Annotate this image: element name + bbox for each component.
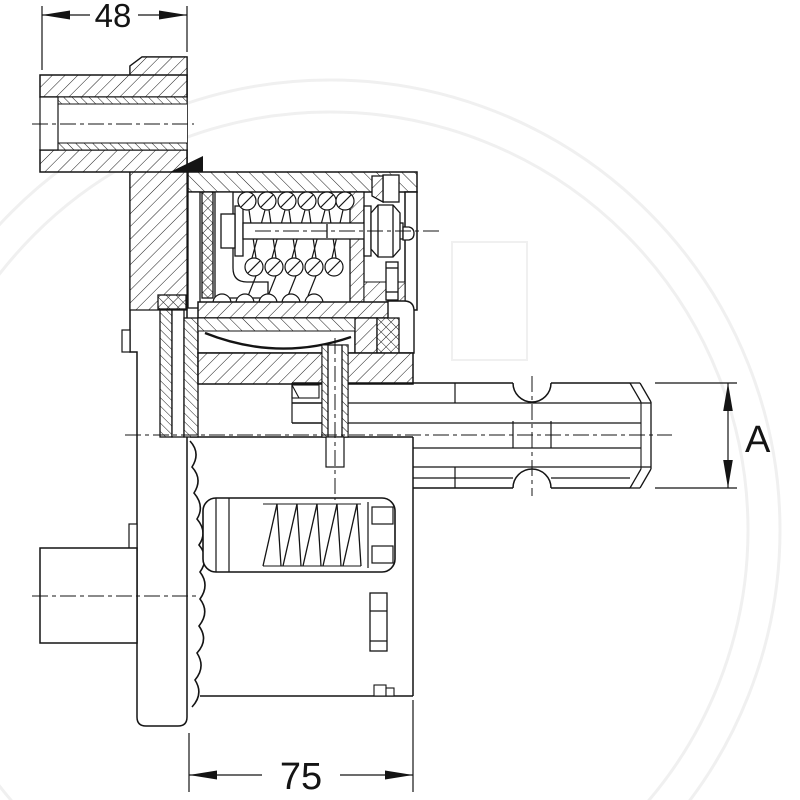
pressure-coil-spring [212, 191, 355, 304]
hub-liner-bottom [57, 142, 188, 151]
disc-carrier-hatch [197, 317, 356, 332]
dim-label-48: 48 [95, 0, 132, 34]
nut-stop-hatch [371, 175, 384, 204]
watermark [0, 78, 782, 800]
cartridge-end-cap-bottom [371, 545, 394, 564]
pressure-plate-band [197, 301, 391, 319]
seal-ring-left [157, 294, 187, 310]
pto-spline-shaft [291, 382, 652, 489]
arrow-75-left [189, 770, 217, 780]
input-hub [39, 74, 188, 173]
spring-wire-sections-bottom [244, 257, 344, 277]
hub-outer-top [39, 74, 188, 98]
damper-coil-spring [262, 503, 362, 567]
bolt-head [220, 213, 236, 249]
bell-housing-scallops [189, 440, 206, 708]
spring-seat-washer [234, 205, 244, 257]
hub-outer-bottom [39, 149, 188, 173]
guide-pin [385, 261, 399, 301]
spring-guide-right [349, 191, 365, 303]
hub-liner-top [57, 96, 188, 105]
spring-housing-top-plate [187, 171, 418, 193]
detent-pin [369, 592, 388, 652]
arrow-48-left [42, 10, 70, 20]
watermark-circle-inner [0, 110, 750, 800]
friction-ring-left [201, 191, 214, 299]
watermark-circle-outer [0, 78, 782, 800]
nut-stop-block [382, 174, 400, 203]
arrow-75-right [385, 770, 413, 780]
belleville-disc-spring [204, 331, 352, 350]
flange-tab-upper [121, 329, 131, 353]
dim-label-75: 75 [280, 756, 322, 798]
centerlines [32, 123, 672, 597]
cartridge-end-cap-top [371, 506, 394, 525]
dimension-75: 75 [188, 700, 414, 798]
seal-ring-right [376, 317, 400, 354]
weld-wedge [170, 156, 203, 172]
clutch-gap [171, 309, 185, 438]
damper-spring-cartridge [202, 497, 396, 573]
pressure-plate-section [157, 294, 415, 438]
spring-housing-right-wall [404, 191, 418, 311]
arrow-a-bottom [723, 460, 733, 488]
output-hub-section [197, 352, 414, 385]
clutch-disc-inner [183, 317, 199, 438]
carrier-right-hatch [354, 317, 378, 354]
arrow-a-top [723, 383, 733, 411]
dimension-a: A [655, 382, 771, 489]
arrow-48-right [159, 10, 187, 20]
watermark-box [451, 241, 528, 361]
spring-coil-arcs [212, 293, 324, 304]
housing-clip [373, 684, 395, 697]
bolt-tip [402, 226, 415, 241]
dim-label-a: A [745, 419, 771, 461]
spring-wire-sections-top [237, 191, 355, 211]
clamp-plate [187, 191, 201, 309]
dimension-48: 48 [41, 0, 188, 70]
shaft-end-chamfer [629, 382, 652, 489]
shaft-groove-top [512, 382, 552, 403]
flange-tab-lower [128, 523, 138, 551]
spring-base-hatch [363, 281, 406, 303]
clutch-disc-left [159, 309, 173, 438]
